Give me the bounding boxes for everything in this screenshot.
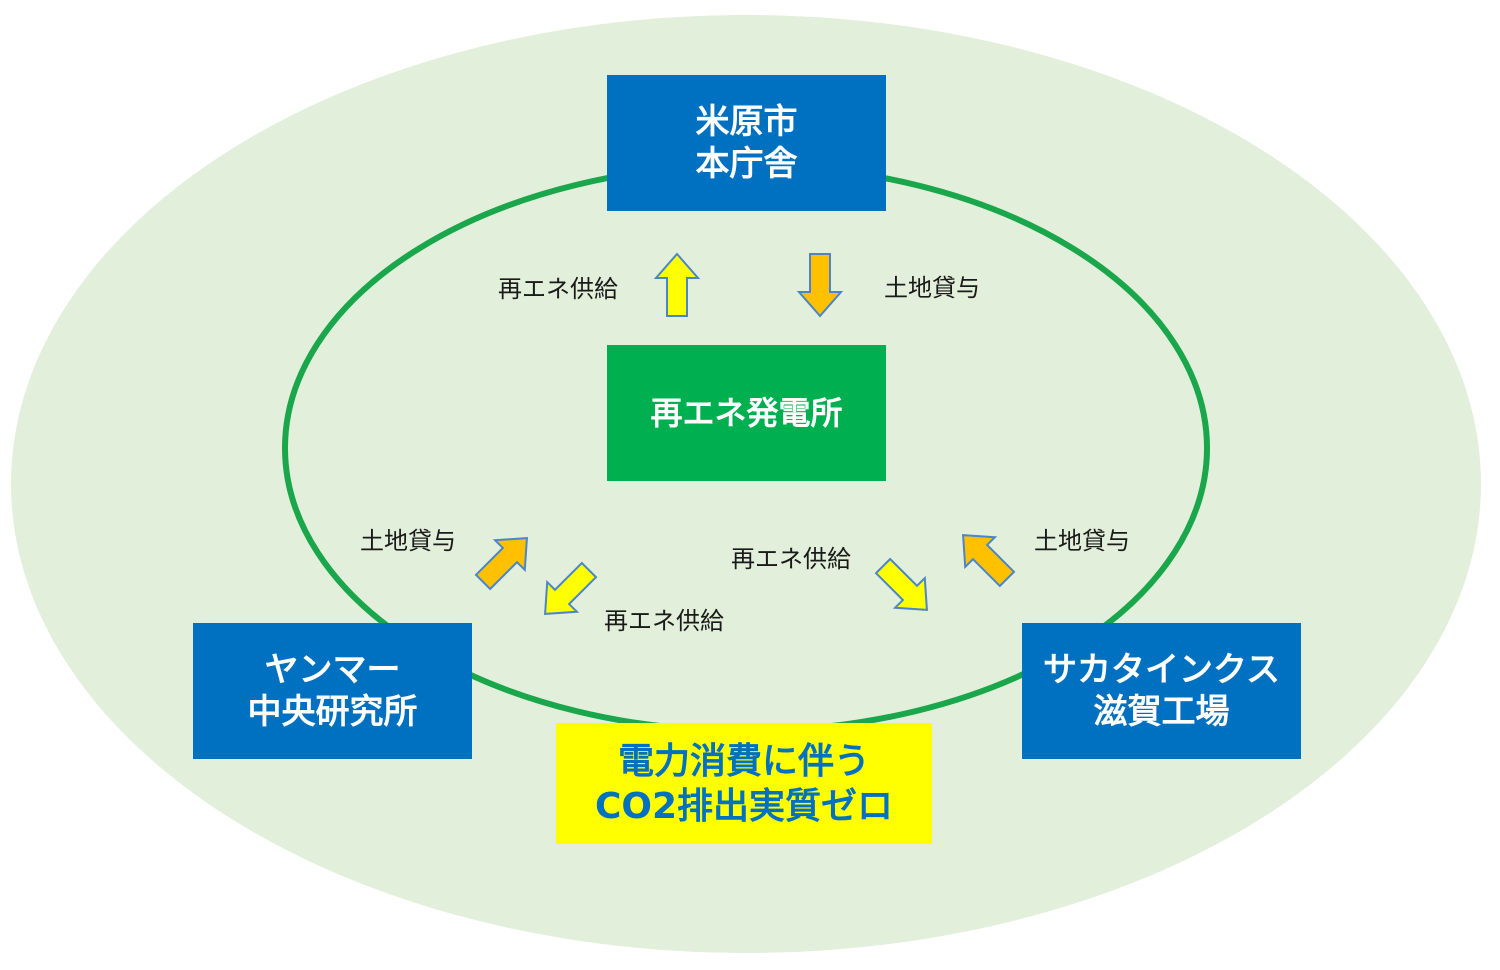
label-right-land: 土地貸与 [1034, 527, 1130, 555]
city-hall-line1: 米原市 [695, 101, 798, 142]
sakata-box: サカタインクス 滋賀工場 [1022, 623, 1301, 759]
city-hall-line2: 本庁舎 [695, 144, 798, 184]
power-plant-box: 再エネ発電所 [607, 345, 886, 481]
label-right-supply: 再エネ供給 [731, 545, 851, 573]
label-top-land: 土地貸与 [884, 274, 980, 302]
yanmar-line2: 中央研究所 [247, 692, 418, 732]
label-top-supply: 再エネ供給 [498, 275, 618, 303]
goal-line2: CO2排出実質ゼロ [594, 785, 894, 827]
goal-line1: 電力消費に伴う [617, 740, 870, 782]
label-left-supply: 再エネ供給 [604, 607, 724, 635]
goal-box: 電力消費に伴う CO2排出実質ゼロ [556, 723, 932, 844]
yanmar-box: ヤンマー 中央研究所 [193, 623, 472, 759]
sakata-line2: 滋賀工場 [1093, 692, 1230, 732]
label-left-land: 土地貸与 [360, 527, 456, 555]
sakata-line1: サカタインクス [1043, 649, 1280, 690]
power-plant-label: 再エネ発電所 [650, 394, 843, 432]
city-hall-box: 米原市 本庁舎 [607, 75, 886, 211]
yanmar-line1: ヤンマー [264, 649, 401, 690]
